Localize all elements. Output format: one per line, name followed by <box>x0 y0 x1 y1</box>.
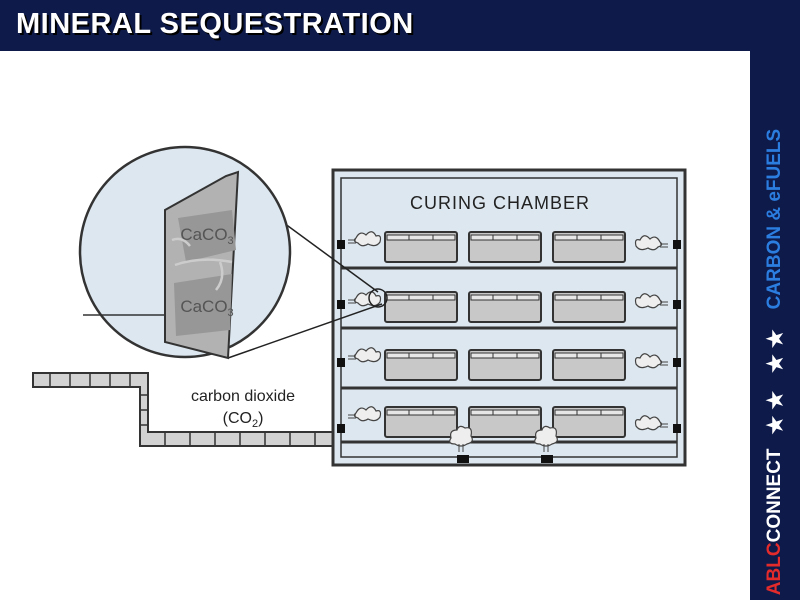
concrete-block <box>468 406 542 438</box>
stars-icon: ★★ ★★ <box>763 323 787 435</box>
concrete-block <box>384 406 458 438</box>
shelf-row-2 <box>384 291 626 323</box>
zoom-callout: CaCO3 CaCO3 <box>78 145 388 360</box>
title-bar: MINERAL SEQUESTRATION <box>0 0 800 51</box>
concrete-block <box>468 231 542 263</box>
brand-name-part2: CONNECT <box>764 448 785 543</box>
gas-label-line2: (CO2) <box>223 410 264 430</box>
chamber-label: CURING CHAMBER <box>410 193 590 213</box>
page-title: MINERAL SEQUESTRATION <box>16 8 414 40</box>
concrete-block <box>552 349 626 381</box>
curing-chamber: CURING CHAMBER <box>331 168 687 467</box>
gas-label-line1: carbon dioxide <box>191 388 295 405</box>
concrete-block <box>384 291 458 323</box>
shelf-row-3 <box>384 349 626 381</box>
shelf-row-1 <box>384 231 626 263</box>
topic-label: CARBON & eFUELS <box>764 128 785 310</box>
concrete-block <box>552 291 626 323</box>
concrete-block <box>552 406 626 438</box>
mineral-label: CaCO3 <box>180 225 233 247</box>
concrete-block <box>552 231 626 263</box>
concrete-block <box>384 231 458 263</box>
mineral-sequestration-diagram: carbon dioxide (CO2) CURING CHAMBER <box>32 145 687 467</box>
shelf-row-4 <box>384 406 626 438</box>
co2-inlets <box>337 240 681 463</box>
concrete-block <box>468 349 542 381</box>
mineral-label: CaCO3 <box>180 297 233 319</box>
brand-name-part1: ABLC <box>764 542 785 596</box>
concrete-block <box>468 291 542 323</box>
concrete-block <box>384 349 458 381</box>
side-bar <box>750 51 800 600</box>
co2-pipe <box>32 372 341 447</box>
